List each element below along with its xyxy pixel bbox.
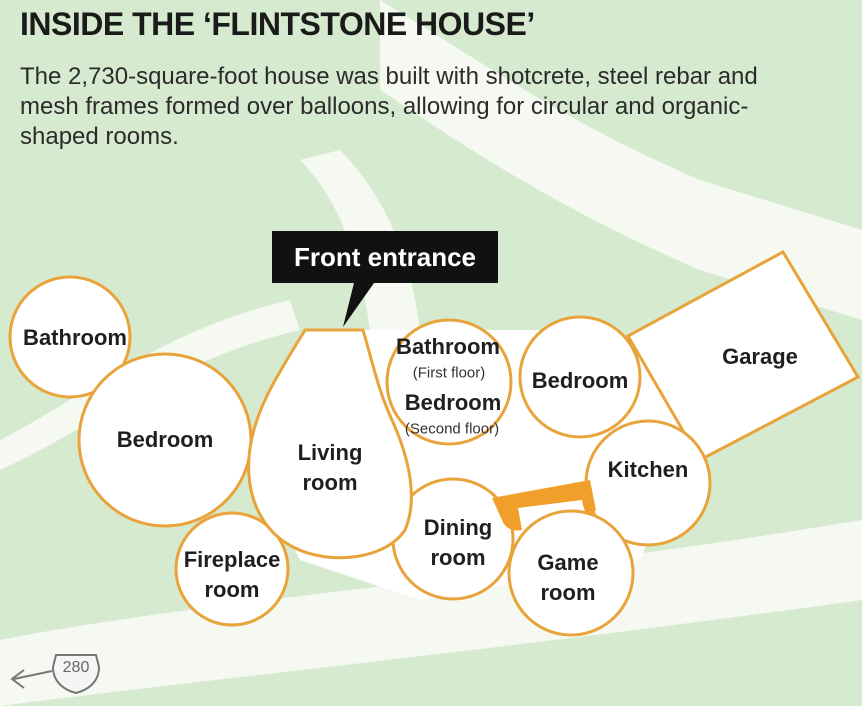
room-label-bathroom-left: Bathroom (23, 325, 127, 350)
page-title: INSIDE THE ‘FLINTSTONE HOUSE’ (20, 6, 535, 42)
room-fireplace-shape (174, 511, 290, 627)
room-label-fireplace-room: Fireplace room (183, 547, 281, 602)
room-label-kitchen: Kitchen (607, 457, 689, 482)
room-label-game-room: Game room (537, 550, 599, 605)
room-bathroom-center-shape (385, 318, 513, 446)
room-label-dining-room: Dining room (423, 515, 493, 570)
room-label-living-room: Living room (297, 440, 363, 495)
arrow-head-icon (10, 669, 25, 689)
room-label-garage: Garage (722, 344, 798, 369)
room-bedroom-right-shape (518, 315, 642, 439)
highway-marker (10, 654, 101, 695)
room-label-bedroom-center: Bedroom (404, 390, 502, 415)
road-bottom (0, 520, 862, 706)
room-bathroom-left-shape (8, 275, 132, 399)
garage-shape (625, 249, 861, 462)
highway-route-number: 280 (62, 659, 90, 676)
room-label-bathroom-center: Bathroom (396, 334, 500, 359)
room-label-bedroom-right: Bedroom (531, 368, 629, 393)
interstate-shield-icon (51, 654, 101, 695)
callout-pointer (343, 283, 374, 327)
page-description: The 2,730-square-foot house was built wi… (20, 63, 758, 150)
highway-arrow (13, 670, 53, 680)
front-entrance-callout: Front entrance (272, 231, 498, 283)
staircase-accent (492, 480, 596, 531)
room-label-bedroom-left: Bedroom (116, 427, 214, 452)
room-note-first-floor: (First floor) (412, 364, 486, 382)
room-circles (8, 275, 712, 637)
road-curve (380, 0, 862, 320)
room-game-shape (507, 509, 635, 637)
room-living-shape (247, 328, 413, 560)
room-note-second-floor: (Second floor) (404, 420, 500, 438)
